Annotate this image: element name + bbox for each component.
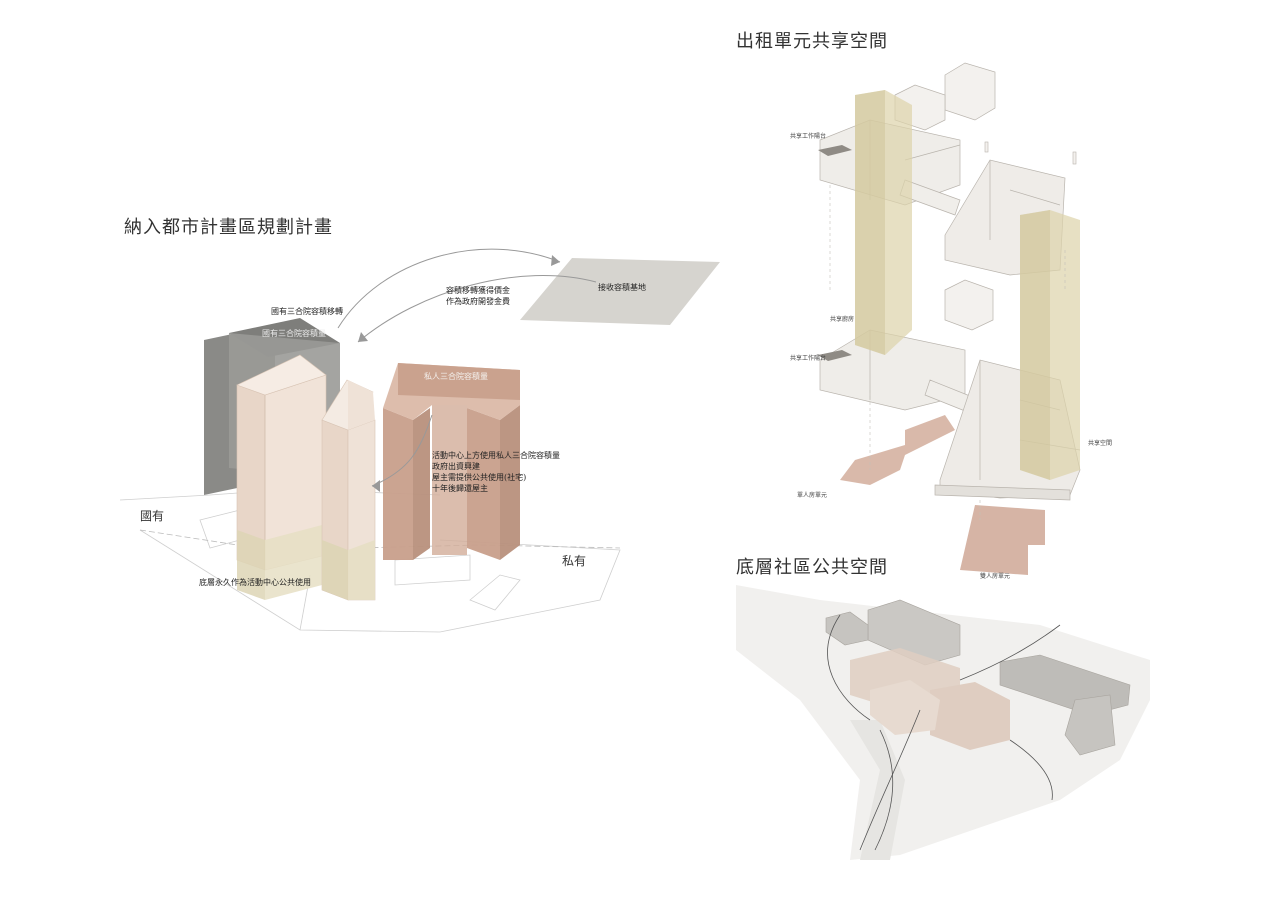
shared-workspace-upper-label: 共享工作陽台 [790, 133, 827, 140]
zone-national-label: 國有 [140, 509, 165, 523]
national-volume-light [236, 354, 327, 571]
arrow-heads [358, 255, 560, 492]
ground-floor-label: 底層永久作為活動中心公共使用 [199, 578, 311, 587]
transfer-fund-line-2: 作為政府開發金費 [446, 297, 510, 306]
activity-center-line-2: 政府出資興建 [432, 462, 480, 471]
left-section-title: 納入都市計畫區規劃計畫 [124, 217, 333, 238]
zone-private-label: 私有 [562, 554, 587, 568]
right-bottom-section-title: 底層社區公共空間 [736, 557, 888, 578]
private-volume-terracotta [383, 363, 520, 560]
transfer-fund-line-1: 容積移轉獲得價金 [446, 286, 510, 295]
receiving-site-plane [520, 258, 720, 325]
national-transfer-label: 國有三合院容積移轉 [271, 307, 343, 316]
olive-towers [855, 90, 1080, 480]
shared-space-label: 共享空間 [1088, 440, 1113, 447]
private-volume-label: 私人三合院容積量 [424, 372, 488, 381]
shared-kitchen-label: 共享廚房 [830, 316, 855, 323]
transfer-arrows [337, 248, 597, 487]
receiving-site-label: 接收容積基地 [598, 283, 646, 292]
balcony-marks [818, 145, 852, 361]
activity-center-line-3: 屋主需提供公共使用(社宅) [432, 473, 527, 482]
activity-center-line-1: 活動中心上方使用私人三合院容積量 [432, 451, 560, 460]
activity-center-volume [321, 379, 376, 601]
unit-floorplans [840, 415, 1045, 575]
community-cluster [850, 648, 1010, 750]
olive-base-left [237, 525, 322, 600]
shared-workspace-lower-label: 共享工作陽台 [790, 355, 827, 362]
double-unit-label: 雙人房單元 [980, 573, 1011, 580]
national-volume-label: 國有三合院容積量 [262, 329, 326, 338]
single-unit-label: 單人房單元 [797, 492, 828, 499]
transfer-fund-note: 容積移轉獲得價金 作為政府開發金費 [446, 285, 510, 307]
right-top-section-title: 出租單元共享空間 [736, 31, 888, 52]
activity-center-note: 活動中心上方使用私人三合院容積量 政府出資興建 屋主需提供公共使用(社宅) 十年… [432, 450, 560, 494]
activity-center-line-4: 十年後歸還屋主 [432, 484, 488, 493]
